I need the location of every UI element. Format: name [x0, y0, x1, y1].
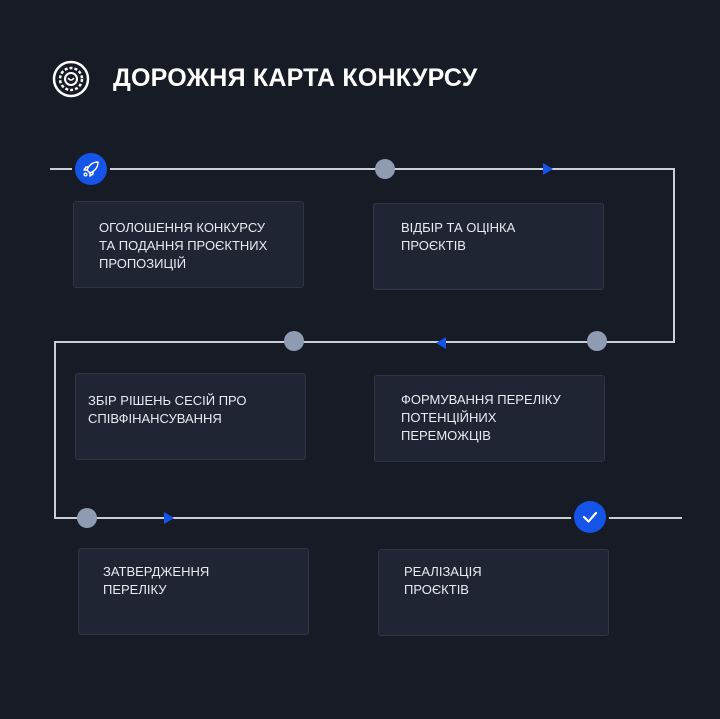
- finish-node: [574, 501, 606, 533]
- step-card-2: ВІДБІР ТА ОЦІНКА ПРОЄКТІВ: [373, 203, 604, 290]
- step-card-5: ЗАТВЕРДЖЕННЯ ПЕРЕЛІКУ: [78, 548, 309, 635]
- step-label: ЗБІР РІШЕНЬ СЕСІЙ ПРО СПІВФІНАНСУВАННЯ: [88, 393, 247, 426]
- timeline-row-1: [50, 168, 675, 170]
- step-node: [587, 331, 607, 351]
- step-card-1: ОГОЛОШЕННЯ КОНКУРСУ ТА ПОДАННЯ ПРОЄКТНИХ…: [73, 201, 304, 288]
- arrow-right-icon: [164, 512, 174, 524]
- timeline-row-3: [54, 517, 682, 519]
- step-label: ЗАТВЕРДЖЕННЯ ПЕРЕЛІКУ: [103, 564, 210, 597]
- step-node: [284, 331, 304, 351]
- step-card-4: ФОРМУВАННЯ ПЕРЕЛІКУ ПОТЕНЦІЙНИХ ПЕРЕМОЖЦ…: [374, 375, 605, 462]
- timeline-row-2: [54, 341, 675, 343]
- step-card-6: РЕАЛІЗАЦІЯ ПРОЄКТІВ: [378, 549, 609, 636]
- step-card-3: ЗБІР РІШЕНЬ СЕСІЙ ПРО СПІВФІНАНСУВАННЯ: [75, 373, 306, 460]
- check-icon: [582, 511, 598, 523]
- gear-emblem-icon: [52, 60, 90, 98]
- timeline-connector-right: [673, 168, 675, 343]
- step-node: [77, 508, 97, 528]
- arrow-left-icon: [436, 337, 446, 349]
- arrow-right-icon: [543, 163, 553, 175]
- step-label: ФОРМУВАННЯ ПЕРЕЛІКУ ПОТЕНЦІЙНИХ ПЕРЕМОЖЦ…: [401, 392, 561, 443]
- timeline-connector-left: [54, 341, 56, 519]
- step-label: РЕАЛІЗАЦІЯ ПРОЄКТІВ: [404, 564, 482, 597]
- step-label: ОГОЛОШЕННЯ КОНКУРСУ ТА ПОДАННЯ ПРОЄКТНИХ…: [99, 220, 268, 271]
- step-label: ВІДБІР ТА ОЦІНКА ПРОЄКТІВ: [401, 220, 516, 253]
- page-title: ДОРОЖНЯ КАРТА КОНКУРСУ: [113, 64, 478, 92]
- step-node: [375, 159, 395, 179]
- start-node: [75, 153, 107, 185]
- rocket-icon: [83, 161, 99, 177]
